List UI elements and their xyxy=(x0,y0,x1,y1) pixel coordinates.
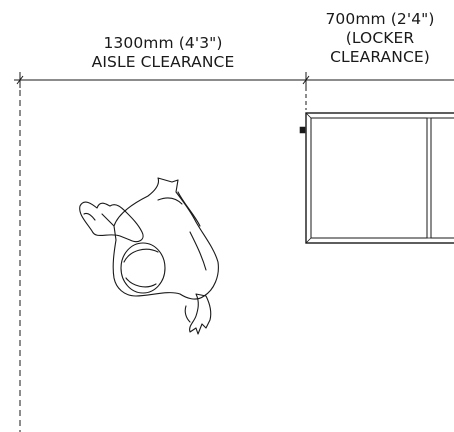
locker-unit xyxy=(299,112,454,244)
dimension-lines xyxy=(14,72,454,432)
locker-caption-text-1: (LOCKER xyxy=(345,29,415,47)
aisle-dimension-text: 1300mm (4'3") xyxy=(103,34,223,52)
person-right-arm xyxy=(189,293,212,335)
person-left-arm xyxy=(79,201,144,243)
locker-clearance-label: 700mm (2'4") (LOCKER CLEARANCE) xyxy=(302,10,454,67)
locker-caption-text-2: CLEARANCE) xyxy=(330,48,430,66)
person-head xyxy=(120,242,166,294)
person-torso xyxy=(112,177,219,300)
locker-dimension-text: 700mm (2'4") xyxy=(325,10,435,28)
locker-door-2 xyxy=(430,117,454,239)
aisle-clearance-label: 1300mm (4'3") AISLE CLEARANCE xyxy=(20,34,306,72)
locker-door-1 xyxy=(310,117,428,239)
locker-outer xyxy=(305,112,454,244)
aisle-caption-text: AISLE CLEARANCE xyxy=(91,53,235,71)
person-figure xyxy=(79,177,219,335)
locker-handle-icon xyxy=(299,126,306,134)
